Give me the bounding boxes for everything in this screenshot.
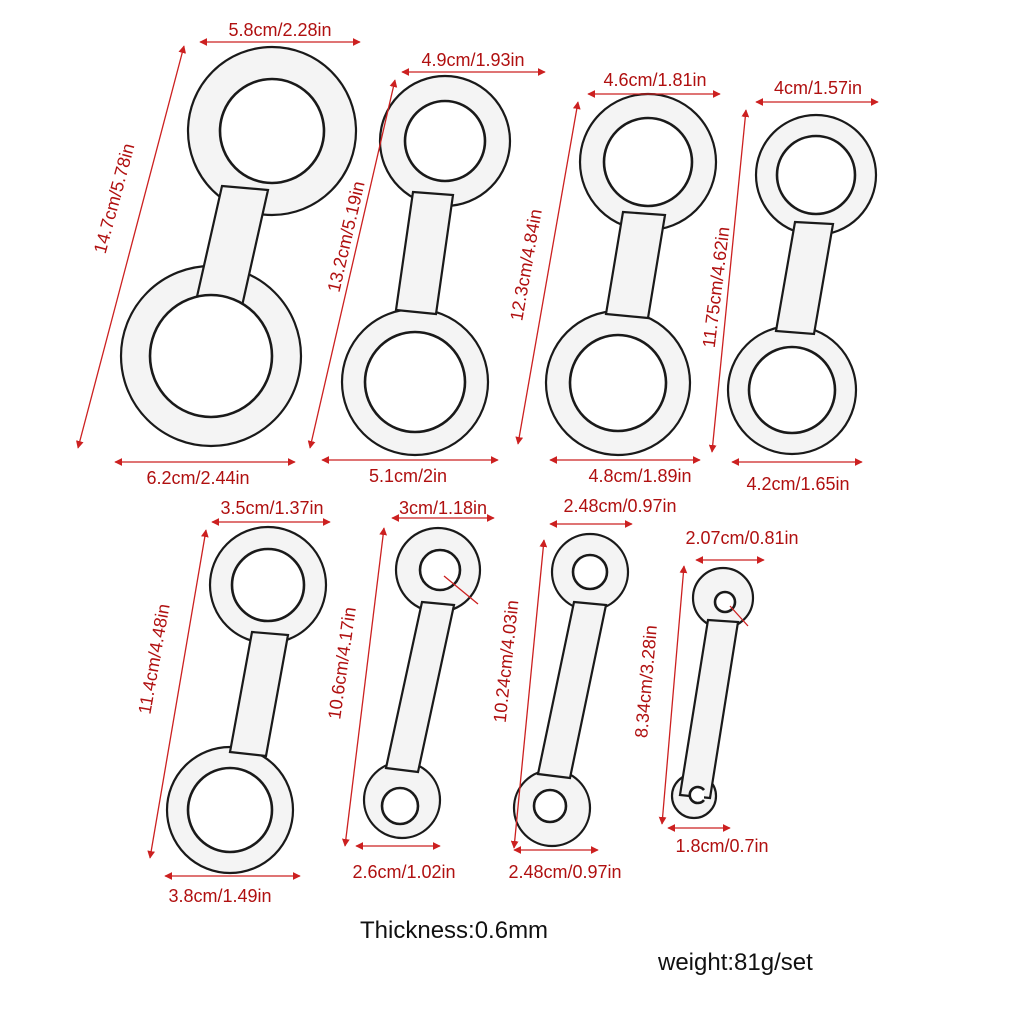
part-1-length: 14.7cm/5.78in xyxy=(90,141,139,255)
part-2-length-line xyxy=(307,79,398,449)
part-8-bottom-width: 1.8cm/0.7in xyxy=(675,836,768,856)
part-4-top-width: 4cm/1.57in xyxy=(774,78,862,98)
thickness-note: Thickness:0.6mm xyxy=(360,917,548,944)
part-2-top-width: 4.9cm/1.93in xyxy=(421,50,524,70)
part-6-hole-pointer xyxy=(443,575,479,605)
part-5-shape xyxy=(165,525,328,875)
part-5-length-line xyxy=(147,529,209,859)
part-6-length: 10.6cm/4.17in xyxy=(324,606,360,721)
part-2-shape xyxy=(340,74,512,457)
part-5-bottom-width: 3.8cm/1.49in xyxy=(168,886,271,906)
part-4-length-line xyxy=(708,109,750,453)
part-8-length-line xyxy=(658,565,688,825)
part-7-top-width: 2.48cm/0.97in xyxy=(563,496,676,516)
part-4-shape xyxy=(726,113,878,456)
part-2: 4.9cm/1.93in 13.2cm/5.19in 5.1cm/2in xyxy=(307,50,546,486)
part-3: 4.6cm/1.81in 12.3cm/4.84in 4.8cm/1.89in xyxy=(506,70,721,486)
part-5: 3.5cm/1.37in 11.4cm/4.48in 3.8cm/1.49in xyxy=(135,498,331,906)
part-1: 5.8cm/2.28in 14.7cm/5.78in 6.2cm/2.44in xyxy=(76,20,361,488)
part-8-shape xyxy=(670,566,755,820)
part-7-length: 10.24cm/4.03in xyxy=(490,599,523,724)
part-1-bottom-width: 6.2cm/2.44in xyxy=(146,468,249,488)
part-6-shape xyxy=(362,526,482,840)
part-4: 4cm/1.57in 11.75cm/4.62in 4.2cm/1.65in xyxy=(699,78,879,494)
part-8-length: 8.34cm/3.28in xyxy=(631,624,661,738)
part-8: 2.07cm/0.81in 8.34cm/3.28in 1.8cm/0.7in xyxy=(631,528,798,856)
part-1-shape xyxy=(119,45,358,448)
part-4-bottom-width: 4.2cm/1.65in xyxy=(746,474,849,494)
weight-note: weight:81g/set xyxy=(657,949,813,976)
part-3-length-line xyxy=(515,101,581,445)
part-8-hole-pointer xyxy=(729,605,749,627)
part-2-length: 13.2cm/5.19in xyxy=(324,179,369,294)
part-6: 3cm/1.18in 10.6cm/4.17in 2.6cm/1.02in xyxy=(324,498,495,882)
part-3-top-width: 4.6cm/1.81in xyxy=(603,70,706,90)
part-8-top-width: 2.07cm/0.81in xyxy=(685,528,798,548)
part-7-shape xyxy=(512,532,630,848)
part-3-shape xyxy=(544,92,718,457)
part-5-top-width: 3.5cm/1.37in xyxy=(220,498,323,518)
part-6-length-line xyxy=(341,527,388,847)
part-7-bottom-width: 2.48cm/0.97in xyxy=(508,862,621,882)
part-1-top-width: 5.8cm/2.28in xyxy=(228,20,331,40)
part-7-length-line xyxy=(510,539,548,849)
part-3-bottom-width: 4.8cm/1.89in xyxy=(588,466,691,486)
part-2-bottom-width: 5.1cm/2in xyxy=(369,466,447,486)
part-5-length: 11.4cm/4.48in xyxy=(135,602,174,716)
part-3-length: 12.3cm/4.84in xyxy=(506,208,545,323)
part-1-length-line xyxy=(76,45,186,449)
part-6-top-width: 3cm/1.18in xyxy=(399,498,487,518)
part-6-bottom-width: 2.6cm/1.02in xyxy=(352,862,455,882)
